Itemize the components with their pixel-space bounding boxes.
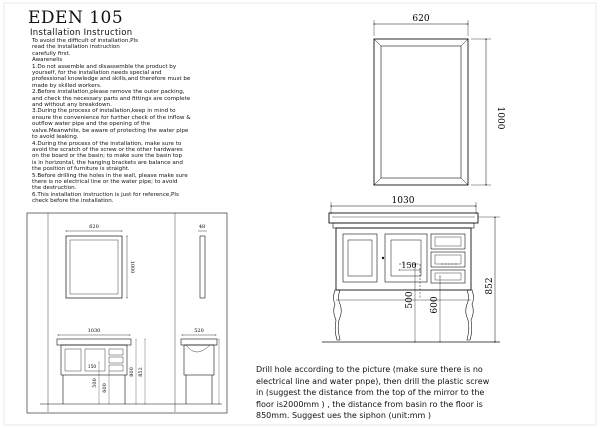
document-title: EDEN 105 — [28, 8, 124, 28]
instruction-line: professional knowledge and skills,and th… — [32, 76, 191, 83]
instruction-line: 1.Do not assemble and disassemble the pr… — [32, 63, 177, 70]
instruction-line: 6.This installation instruction is just … — [32, 191, 179, 198]
mirror-height-dim: 1000 — [495, 107, 505, 130]
installation-elevation-drawing — [26, 212, 228, 414]
instruction-line: To avoid the difficult of installation,P… — [32, 38, 139, 44]
small-height-dim: 852 — [138, 367, 144, 377]
instruction-line: valve.Meanwhile, be aware of protecting … — [32, 127, 189, 134]
instruction-line: is in horizontal, the hanging brackets a… — [32, 159, 183, 166]
vanity-elevation — [322, 202, 500, 343]
instruction-line: and without any breakdown. — [32, 102, 112, 109]
instruction-line: yourself, for the installation needs spe… — [32, 70, 162, 77]
drill-note-line: Drill hole according to the picture (mak… — [256, 365, 483, 374]
instruction-line: avoid the scratch of the screw or the ot… — [32, 146, 183, 153]
instruction-line: 3.During the process of installation,kee… — [32, 108, 176, 115]
vanity-width-dim: 1030 — [392, 196, 415, 206]
small-side-width-dim: 520 — [194, 328, 204, 334]
instruction-line: there is no electrical line or the water… — [32, 178, 178, 185]
small-500-dim: 500 — [92, 378, 98, 388]
instruction-line: made by skilled workers. — [32, 82, 102, 89]
instruction-line: on the board or the basin; to make sure … — [32, 153, 183, 160]
vanity-150-dim: 150 — [401, 261, 416, 270]
mirror-elevation — [373, 20, 491, 186]
small-side-depth-dim: 48 — [199, 224, 205, 230]
instruction-line: to avoid leaking. — [32, 134, 79, 141]
instruction-line: carefully first. — [32, 50, 71, 57]
drill-note-line: floor is2000mm ) , the distance from bas… — [256, 399, 483, 409]
mirror-width-dim: 620 — [412, 14, 429, 24]
small-800-dim: 800 — [129, 367, 135, 377]
instruction-line: outflow water pipe and the opening of th… — [32, 121, 151, 128]
drill-note: Drill hole according to the picture (mak… — [256, 364, 596, 422]
instruction-line: check before the installation. — [32, 198, 114, 205]
drill-note-line: 850mm. Suggest ues the siphon (unit:mm ) — [256, 411, 432, 420]
drill-note-line: electrical line and water pnpe), then dr… — [256, 376, 490, 386]
instruction-line: 2.Before installation,please remove the … — [32, 89, 185, 96]
instruction-text: To avoid the difficult of installation,P… — [32, 38, 242, 205]
vanity-500-dim: 500 — [405, 291, 415, 308]
instruction-line: the destruction. — [32, 185, 77, 192]
small-mirror-height-dim: 1000 — [129, 261, 135, 274]
document-subtitle: Installation Instruction — [30, 28, 133, 38]
small-600-dim: 600 — [102, 383, 108, 393]
small-150-dim: 150 — [88, 364, 97, 370]
instruction-line: the position of furniture is straight. — [32, 166, 130, 173]
vanity-height-dim: 852 — [485, 277, 495, 294]
instruction-line: 5.Before drilling the holes in the wall,… — [32, 172, 188, 179]
instruction-line: ensure the convenience for further check… — [32, 114, 191, 121]
small-vanity-width-dim: 1030 — [88, 328, 101, 334]
small-mirror-width-dim: 620 — [89, 224, 99, 230]
drill-note-line: in (suggest the distance from the top of… — [256, 388, 485, 397]
instruction-line: Awarenelis — [32, 57, 63, 64]
vanity-600-dim: 600 — [430, 296, 440, 313]
instruction-line: and check the necessary parts and fittin… — [32, 95, 191, 102]
instruction-line: 4.During the process of the installation… — [32, 140, 182, 147]
instruction-line: read the installation instruction — [32, 44, 120, 51]
